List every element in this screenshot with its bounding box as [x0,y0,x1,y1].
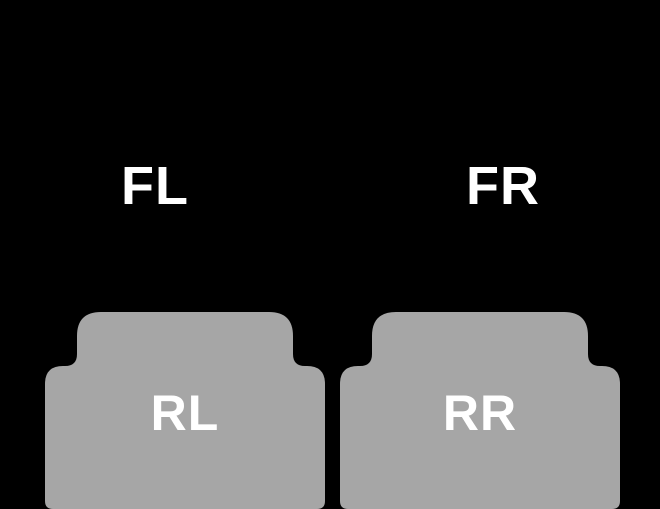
front-right-label: FR [466,156,540,216]
rear-left-mat: RL [45,312,325,509]
rear-left-label: RL [150,385,220,441]
rear-right-mat-outline [340,312,620,509]
rear-right-mat: RR [340,312,620,509]
front-left-label: FL [121,156,189,216]
rear-right-label: RR [442,385,518,441]
rear-left-mat-outline [45,312,325,509]
rear-right-mat-shape [340,312,620,509]
rear-left-mat-shape [45,312,325,509]
